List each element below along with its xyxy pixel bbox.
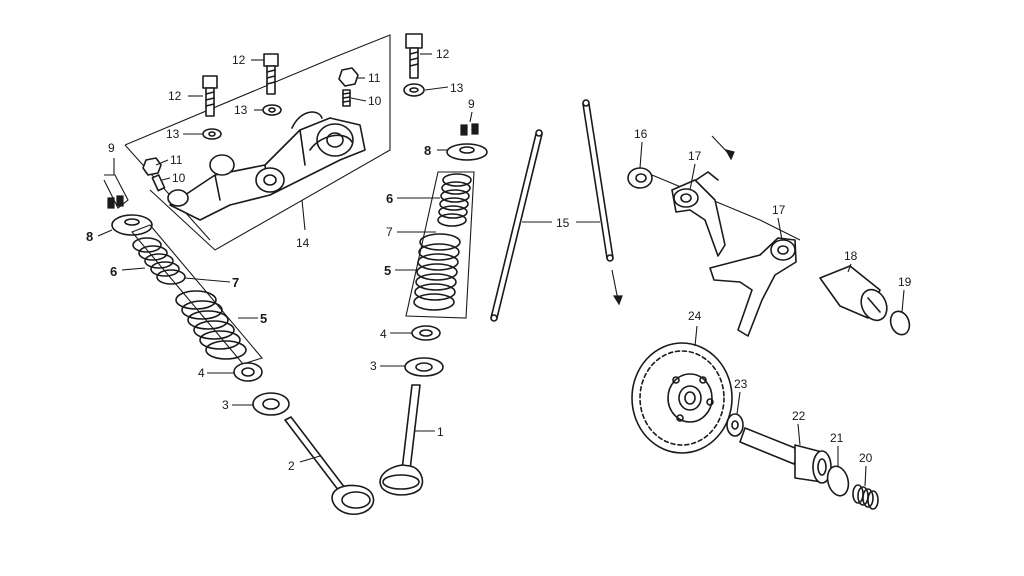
callout-21: 21 xyxy=(830,431,844,445)
callout-13-a: 13 xyxy=(166,127,180,141)
callout-7-left: 7 xyxy=(232,275,239,290)
bolt-12-c xyxy=(405,33,423,79)
callout-10-b: 10 xyxy=(172,171,186,185)
callout-20: 20 xyxy=(859,451,873,465)
callout-15: 15 xyxy=(556,216,570,230)
inner-spring-left xyxy=(132,237,186,285)
intake-valve xyxy=(379,384,424,496)
cam-gear-24 xyxy=(631,342,733,454)
o-ring-19 xyxy=(889,310,911,336)
spring-retainer-left xyxy=(111,214,153,236)
spring-seat-left xyxy=(233,362,263,382)
callout-1: 1 xyxy=(437,425,444,439)
callout-18: 18 xyxy=(844,249,858,263)
callout-2: 2 xyxy=(288,459,295,473)
callout-labels: 12 12 12 13 13 13 11 10 11 10 9 8 6 7 5 … xyxy=(86,47,912,473)
washer-13-c xyxy=(403,83,425,97)
tappet-lever-lower xyxy=(709,237,797,337)
callout-13-b: 13 xyxy=(234,103,248,117)
valve-collets-left xyxy=(103,174,129,209)
callout-6-left: 6 xyxy=(110,264,117,279)
nut-11-a xyxy=(338,67,359,87)
circlip-16 xyxy=(627,167,653,189)
washer-13-b xyxy=(262,104,282,116)
callout-12-c: 12 xyxy=(436,47,450,61)
push-rod-a xyxy=(490,129,543,322)
rocker-assembly-frame xyxy=(124,34,391,251)
adjusting-screw-10-b xyxy=(151,174,166,192)
left-spring-frame xyxy=(131,224,263,365)
callout-12-a: 12 xyxy=(168,89,182,103)
callout-13-c: 13 xyxy=(450,81,464,95)
washer-13-a xyxy=(202,128,222,140)
callout-5-left: 5 xyxy=(260,311,267,326)
spring-retainer-center xyxy=(446,143,488,161)
callout-4-left: 4 xyxy=(198,366,205,380)
valve-washer-center xyxy=(404,357,444,377)
bolt-12-a xyxy=(202,75,218,117)
callout-9-left: 9 xyxy=(108,141,115,155)
callout-16: 16 xyxy=(634,127,648,141)
callout-12-b: 12 xyxy=(232,53,246,67)
callout-6-center: 6 xyxy=(386,191,393,206)
callout-14: 14 xyxy=(296,236,310,250)
gear-shaft-22 xyxy=(739,427,832,484)
callout-8-center: 8 xyxy=(424,143,431,158)
washer-23 xyxy=(726,413,744,437)
callout-19: 19 xyxy=(898,275,912,289)
tappet-shaft-18 xyxy=(819,265,888,322)
spring-seat-center xyxy=(411,325,441,341)
nut-11-b xyxy=(142,157,162,176)
callout-11-a: 11 xyxy=(368,71,381,85)
callout-4-center: 4 xyxy=(380,327,387,341)
callout-3-left: 3 xyxy=(222,398,229,412)
callout-9-center: 9 xyxy=(468,97,475,111)
leader-lines xyxy=(97,53,905,487)
rocker-arm-bracket xyxy=(167,111,366,221)
callout-10-a: 10 xyxy=(368,94,382,108)
outer-spring-left xyxy=(175,290,247,360)
callout-24: 24 xyxy=(688,309,702,323)
callout-8-left: 8 xyxy=(86,229,93,244)
spring-20 xyxy=(852,484,879,510)
valve-washer-left xyxy=(252,392,290,416)
callout-7-center: 7 xyxy=(386,225,393,239)
bolt-12-b xyxy=(263,53,279,95)
callout-17-a: 17 xyxy=(688,149,702,163)
valve-collets-center xyxy=(460,123,479,136)
push-rod-b xyxy=(582,99,623,306)
callout-17-b: 17 xyxy=(772,203,786,217)
snap-ring-21 xyxy=(826,465,850,497)
exhaust-valve xyxy=(284,416,375,515)
center-spring-frame xyxy=(405,171,475,319)
callout-5-center: 5 xyxy=(384,263,391,278)
callout-23: 23 xyxy=(734,377,748,391)
tappet-lever-upper xyxy=(671,171,726,257)
inner-spring-center xyxy=(437,173,472,227)
callout-22: 22 xyxy=(792,409,806,423)
adjusting-screw-10-a xyxy=(342,89,351,107)
callout-11-b: 11 xyxy=(170,153,183,167)
callout-3-center: 3 xyxy=(370,359,377,373)
outer-spring-center xyxy=(413,233,461,311)
